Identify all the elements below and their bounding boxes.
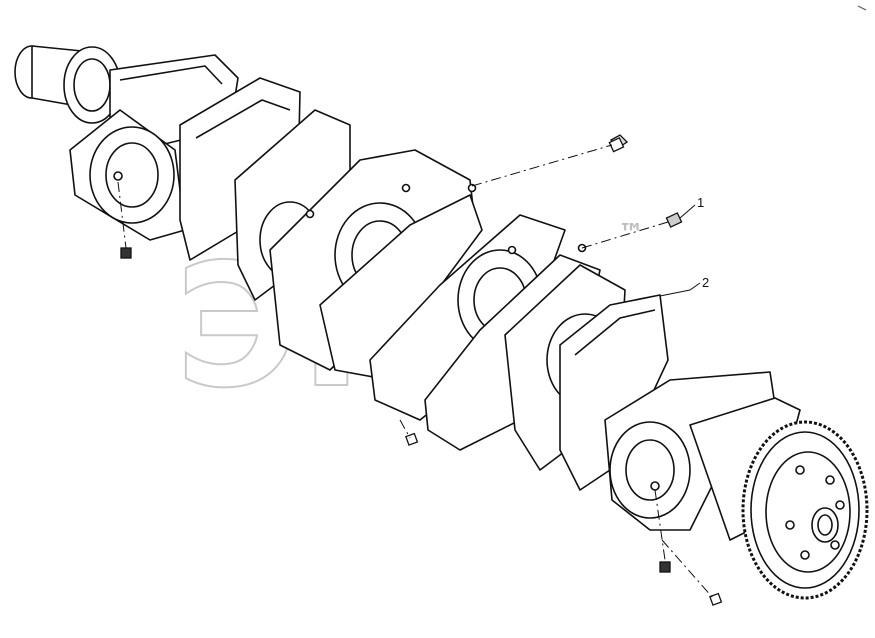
callout-leaders	[659, 204, 701, 297]
exploded-parts	[120, 134, 723, 606]
crankshaft	[14, 45, 869, 600]
counterweight-8	[559, 294, 669, 491]
callout-1-label: 1	[697, 195, 704, 210]
corner-marker	[857, 5, 867, 11]
dowel-bottom-right	[709, 592, 723, 606]
watermark-trademark: ™	[618, 219, 644, 249]
callout-2-label: 2	[702, 275, 709, 290]
crankshaft-web-4	[319, 194, 483, 381]
plug-top	[608, 134, 629, 153]
dowel-lower-middle	[405, 432, 419, 446]
counterweight-1	[179, 77, 301, 261]
assembly-lines	[117, 144, 714, 599]
nut-right	[659, 561, 671, 573]
timing-gear	[741, 420, 869, 600]
plug-callout-1	[665, 212, 683, 228]
nut-left	[120, 247, 132, 259]
crankshaft-front-nose	[14, 45, 121, 124]
crankshaft-web-2	[69, 109, 186, 241]
